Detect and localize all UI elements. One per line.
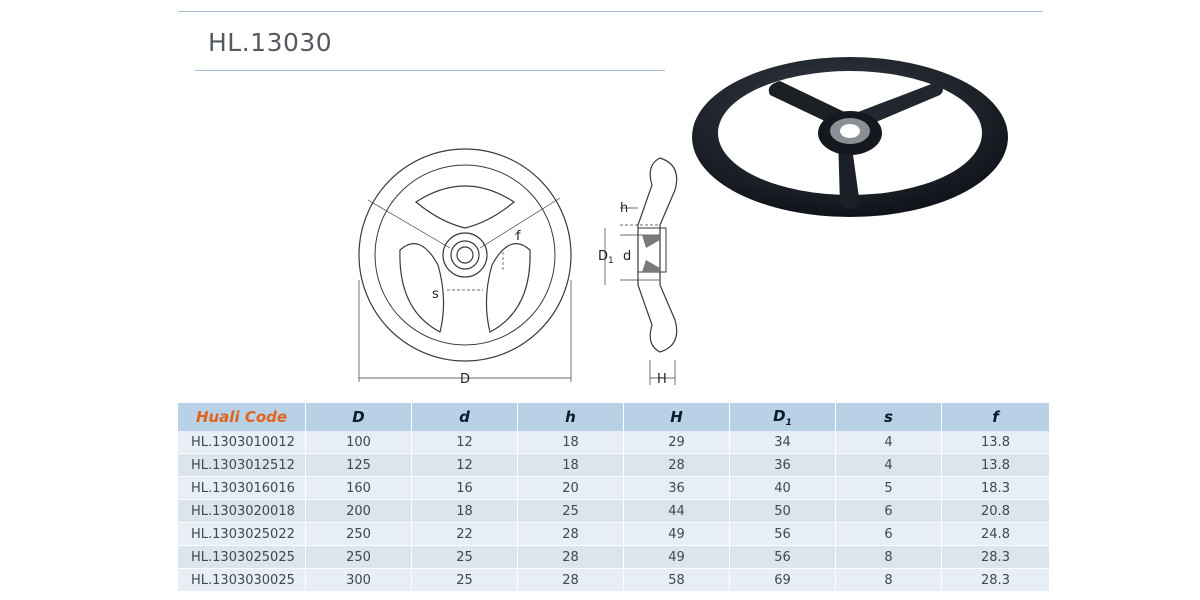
cell-d: 25 [411,545,518,569]
dim-label-D: D [460,372,470,387]
cell-D: 250 [305,522,412,546]
cell-code: HL.1303030025 [178,568,306,592]
cell-h: 28 [517,545,624,569]
hub-inner [450,240,480,270]
cell-f: 28.3 [941,568,1050,592]
cell-s: 6 [835,522,942,546]
table-row: HL.1303016016 160 16 20 36 40 5 18.3 [178,476,1050,500]
upper-opening [414,185,516,229]
cell-h: 18 [517,453,624,477]
cell-D: 160 [305,476,412,500]
cell-h: 28 [517,522,624,546]
cell-H: 49 [623,545,730,569]
hub-outer [442,232,488,278]
dim-label-f: f [516,229,521,244]
dim-label-h: h [620,201,628,216]
cell-H: 28 [623,453,730,477]
col-header-s: s [835,403,942,431]
cell-h: 25 [517,499,624,523]
cell-h: 20 [517,476,624,500]
dim-label-H: H [657,372,667,387]
side-profile [637,157,678,353]
cell-D1: 69 [729,568,836,592]
cell-code: HL.1303020018 [178,499,306,523]
col-header-f: f [941,403,1050,431]
cell-H: 36 [623,476,730,500]
cell-code: HL.1303025025 [178,545,306,569]
cell-D: 200 [305,499,412,523]
cell-H: 49 [623,522,730,546]
col-header-D1: D1 [729,403,836,431]
cell-H: 29 [623,431,730,454]
cell-code: HL.1303010012 [178,431,306,454]
cell-D: 125 [305,453,412,477]
cell-D1: 56 [729,522,836,546]
col-header-H: H [623,403,730,431]
col-header-huali-code: Huali Code [178,403,306,431]
table-row: HL.1303012512 125 12 18 28 36 4 13.8 [178,453,1050,477]
cell-d: 25 [411,568,518,592]
col-header-h: h [517,403,624,431]
col-header-d: d [411,403,518,431]
cell-f: 13.8 [941,453,1050,477]
cell-code: HL.1303025022 [178,522,306,546]
dim-label-D1: D1 [598,249,614,266]
table-row: HL.1303025022 250 22 28 49 56 6 24.8 [178,522,1050,546]
cell-s: 4 [835,453,942,477]
cell-D1: 50 [729,499,836,523]
cell-s: 8 [835,568,942,592]
cell-f: 28.3 [941,545,1050,569]
col-header-D: D [305,403,412,431]
spec-table-container: Huali Code D d h H D1 s f HL.1303010012 … [178,403,1050,592]
cell-code: HL.1303012512 [178,453,306,477]
top-divider [178,11,1043,12]
cell-f: 24.8 [941,522,1050,546]
table-row: HL.1303020018 200 18 25 44 50 6 20.8 [178,499,1050,523]
dim-label-s: s [432,287,439,302]
cell-h: 28 [517,568,624,592]
cell-s: 4 [835,431,942,454]
title-underline [195,70,665,71]
cell-s: 5 [835,476,942,500]
cell-code: HL.1303016016 [178,476,306,500]
cell-f: 20.8 [941,499,1050,523]
left-opening [399,243,445,333]
cell-d: 12 [411,453,518,477]
cell-f: 18.3 [941,476,1050,500]
spec-table: Huali Code D d h H D1 s f HL.1303010012 … [178,403,1050,592]
inner-rim [374,164,556,346]
cell-D1: 40 [729,476,836,500]
cell-h: 18 [517,431,624,454]
cell-D: 300 [305,568,412,592]
cell-s: 6 [835,499,942,523]
table-row: HL.1303025025 250 25 28 49 56 8 28.3 [178,545,1050,569]
cell-D1: 34 [729,431,836,454]
cell-H: 44 [623,499,730,523]
table-header-row: Huali Code D d h H D1 s f [178,403,1050,431]
outer-rim [358,148,572,362]
table-row: HL.1303010012 100 12 18 29 34 4 13.8 [178,431,1050,454]
dim-label-d: d [623,249,631,264]
cell-H: 58 [623,568,730,592]
cell-d: 16 [411,476,518,500]
table-row: HL.1303030025 300 25 28 58 69 8 28.3 [178,568,1050,592]
cell-D1: 36 [729,453,836,477]
cell-D: 250 [305,545,412,569]
cell-d: 18 [411,499,518,523]
cell-D1: 56 [729,545,836,569]
cell-D: 100 [305,431,412,454]
handwheel-photo [692,57,1008,217]
cell-d: 12 [411,431,518,454]
cell-d: 22 [411,522,518,546]
right-opening [485,243,531,333]
page-title: HL.13030 [208,28,333,57]
cell-f: 13.8 [941,431,1050,454]
technical-drawing: D f s h D1 d H [358,148,678,387]
cell-s: 8 [835,545,942,569]
bore [456,246,474,264]
